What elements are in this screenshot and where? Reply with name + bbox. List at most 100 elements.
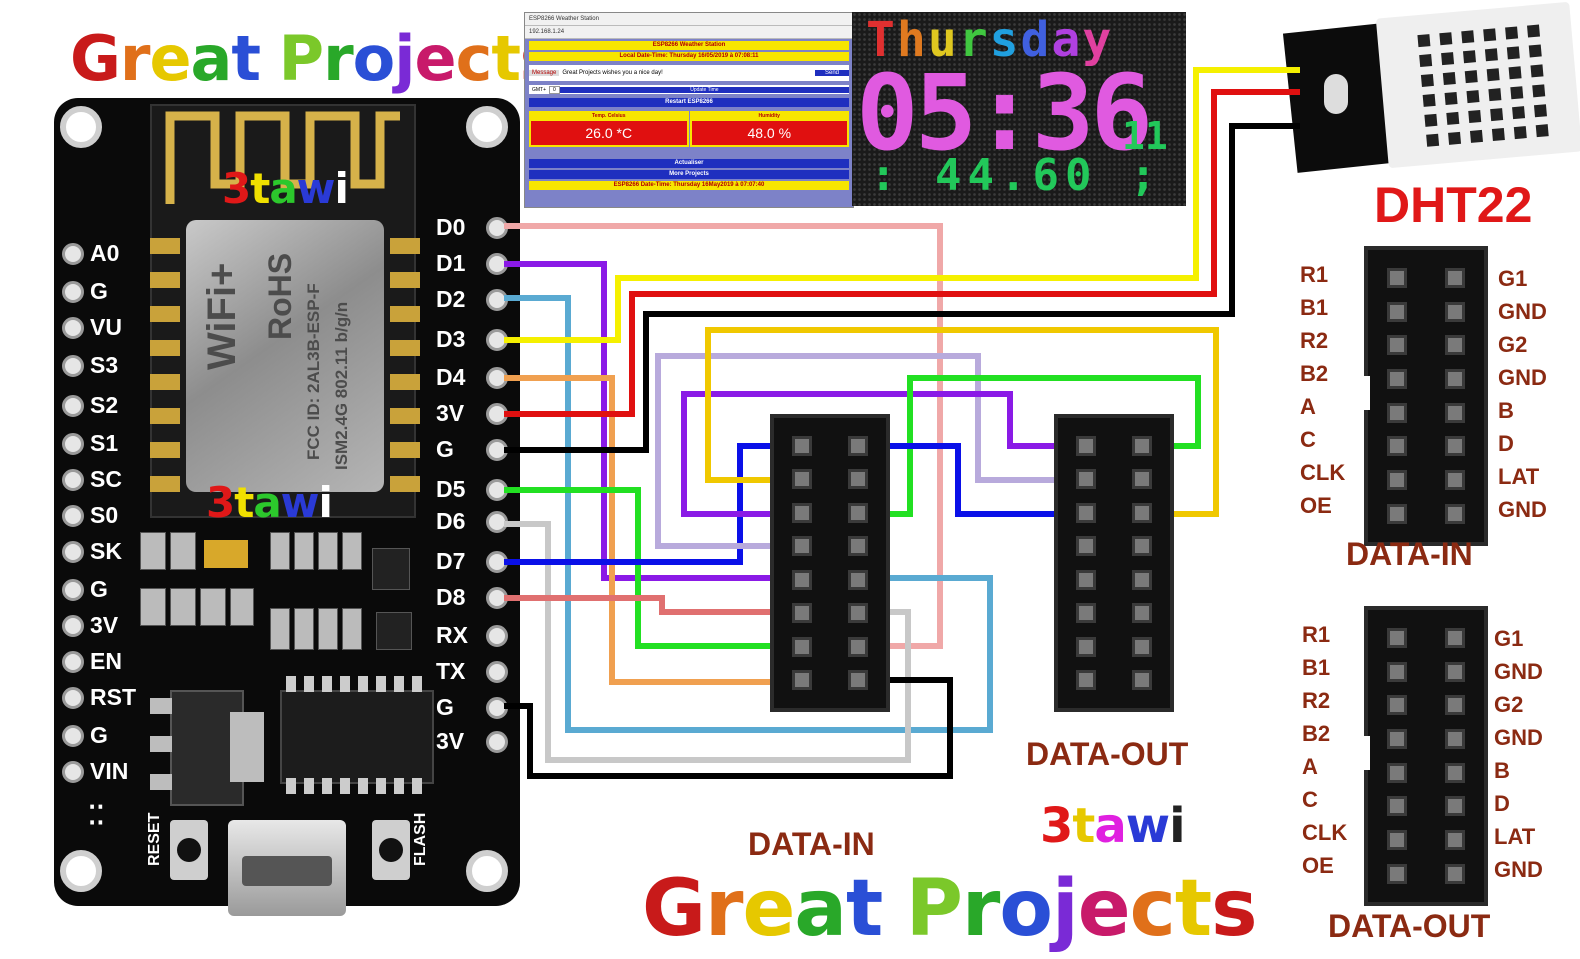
pin-g[interactable]: G (436, 694, 508, 721)
micro-usb-port[interactable] (228, 820, 346, 916)
dht-vent (1419, 54, 1433, 68)
brand-title-bottom: Great Projects (642, 864, 1258, 954)
web-gmt-input[interactable]: 0 (549, 85, 560, 94)
pin-d4[interactable]: D4 (436, 364, 508, 391)
pin-g[interactable]: G (62, 576, 108, 603)
pin-3v[interactable]: 3V (436, 400, 508, 427)
pin-pad[interactable] (486, 624, 508, 647)
reset-label: RESET (146, 812, 163, 866)
pin-d1[interactable]: D1 (436, 250, 508, 277)
pin-a0[interactable]: A0 (62, 240, 119, 267)
pin-pad[interactable] (62, 432, 84, 455)
header-pin (1387, 830, 1407, 851)
web-update-time-button[interactable]: Update Time (559, 86, 849, 93)
pin-pad[interactable] (486, 366, 508, 389)
reset-button[interactable] (170, 820, 208, 880)
brand-letter: o (999, 864, 1053, 954)
led-temp: : 44.60 ; (870, 150, 1163, 201)
dht-vent (1508, 66, 1522, 80)
brand-letter: t (234, 478, 254, 527)
pin-rst[interactable]: RST (62, 684, 136, 711)
header-pin (1387, 369, 1407, 390)
pin-pad[interactable] (486, 438, 508, 461)
pin-pad[interactable] (486, 478, 508, 501)
pin-pad[interactable] (486, 586, 508, 609)
flash-button[interactable] (372, 820, 410, 880)
pin-s3[interactable]: S3 (62, 352, 118, 379)
pin-3v[interactable]: 3V (62, 612, 118, 639)
pin-tx[interactable]: TX (436, 658, 508, 685)
pin-pad[interactable] (486, 730, 508, 753)
pin-pad[interactable] (62, 394, 84, 417)
header-pin (1387, 863, 1407, 884)
pin-pad[interactable] (486, 328, 508, 351)
mounting-hole (60, 850, 102, 892)
header-pin (848, 502, 868, 523)
pin-vin[interactable]: VIN (62, 758, 128, 785)
pin-pad[interactable] (486, 288, 508, 311)
module-pad (150, 272, 180, 288)
pin-pad[interactable] (486, 550, 508, 573)
pin-pad[interactable] (486, 252, 508, 275)
pin-sc[interactable]: SC (62, 466, 122, 493)
pin-pad[interactable] (62, 280, 84, 303)
pin-d7[interactable]: D7 (436, 548, 508, 575)
web-restart-button[interactable]: Restart ESP8266 (529, 98, 849, 107)
pin-pad[interactable] (62, 242, 84, 265)
pinout-label-a: A (1302, 754, 1318, 779)
header-pin (1076, 502, 1096, 523)
pin-pad[interactable] (62, 540, 84, 563)
brand-letter: a (1094, 798, 1126, 854)
pin-g[interactable]: G (62, 278, 108, 305)
pin-d6[interactable]: D6 (436, 508, 508, 535)
pin-d0[interactable]: D0 (436, 214, 508, 241)
header-pin (1387, 335, 1407, 356)
pin-pad[interactable] (62, 578, 84, 601)
pin-s2[interactable]: S2 (62, 392, 118, 419)
pin-d2[interactable]: D2 (436, 286, 508, 313)
web-more-button[interactable]: More Projects (529, 170, 849, 179)
pin-pad[interactable] (62, 504, 84, 527)
pin-g[interactable]: G (436, 436, 508, 463)
dht-vent (1506, 46, 1520, 60)
header-pin (1445, 301, 1465, 322)
pin-pad[interactable] (486, 510, 508, 533)
pin-d5[interactable]: D5 (436, 476, 508, 503)
pin-pad[interactable] (62, 760, 84, 783)
chip-pin (286, 778, 296, 794)
pin-pad[interactable] (486, 660, 508, 683)
pin-d8[interactable]: D8 (436, 584, 508, 611)
web-refresh-button[interactable]: Actualiser (529, 159, 849, 168)
pin-pad[interactable] (62, 724, 84, 747)
web-send-button[interactable]: Send (814, 70, 849, 76)
pin-pad[interactable] (486, 402, 508, 425)
pin-pad[interactable] (62, 316, 84, 339)
pin-en[interactable]: EN (62, 648, 122, 675)
pin-pad[interactable] (62, 686, 84, 709)
pin-pad[interactable] (62, 614, 84, 637)
chip-pin (376, 676, 386, 692)
pin-sk[interactable]: SK (62, 538, 122, 565)
pin-s0[interactable]: S0 (62, 502, 118, 529)
pin-label: RST (90, 684, 136, 710)
pin-3v[interactable]: 3V (436, 728, 508, 755)
pinout-label-r2: R2 (1300, 328, 1329, 353)
pin-d3[interactable]: D3 (436, 326, 508, 353)
pin-pad[interactable] (62, 650, 84, 673)
pin-pad[interactable] (486, 696, 508, 719)
dht-vent (1513, 126, 1527, 140)
pin-rx[interactable]: RX (436, 622, 508, 649)
pin-s1[interactable]: S1 (62, 430, 118, 457)
pin-pad[interactable] (62, 468, 84, 491)
pin-vu[interactable]: VU (62, 314, 122, 341)
header-pin (1076, 669, 1096, 690)
pin-pad[interactable] (62, 354, 84, 377)
pin-g[interactable]: G (62, 722, 108, 749)
brand-letter: t (250, 164, 270, 213)
web-message-input[interactable]: Great Projects wishes you a nice day! (562, 70, 663, 76)
header-pin (1445, 762, 1465, 783)
brand-letter: t (1072, 798, 1095, 854)
pinout-label-c: C (1302, 787, 1318, 812)
data-out-label-center: DATA-OUT (1026, 736, 1189, 772)
pin-pad[interactable] (486, 216, 508, 239)
